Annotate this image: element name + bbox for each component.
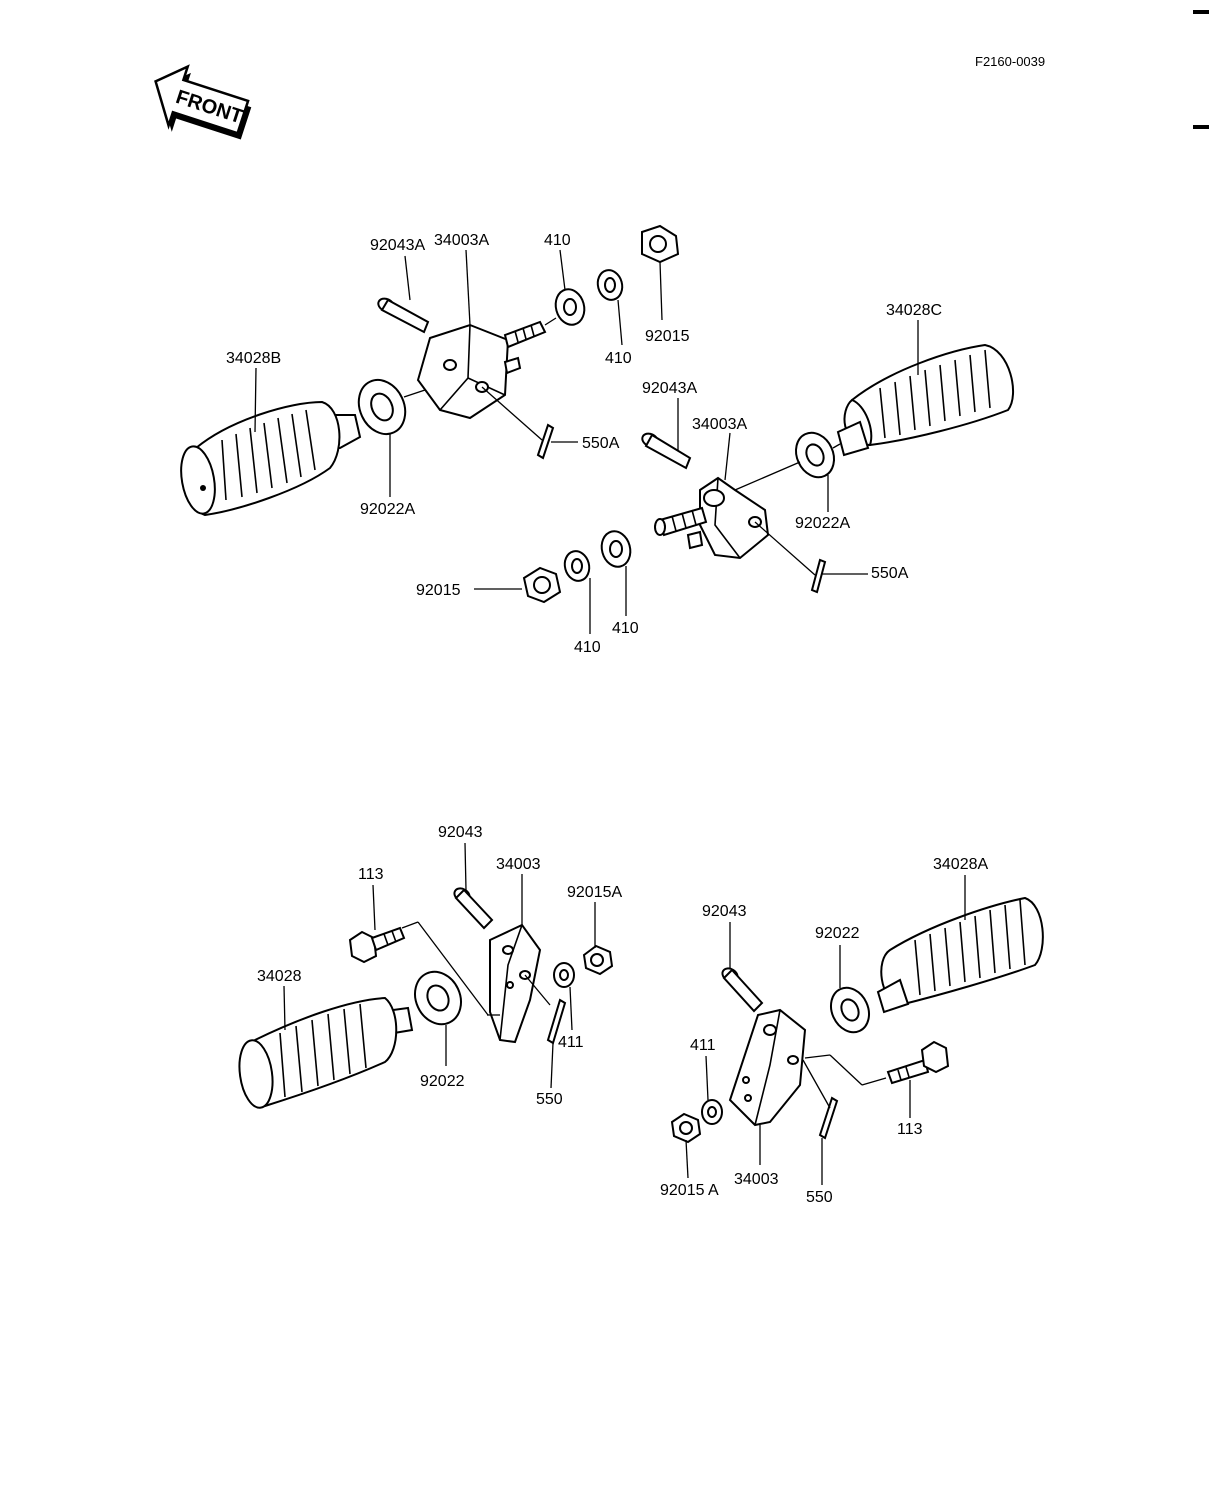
label-34028b: 34028B	[226, 350, 281, 367]
label-92043a-top-left: 92043A	[370, 237, 425, 254]
label-34028: 34028	[257, 968, 302, 985]
washer-410-bottom-a-icon	[563, 550, 591, 582]
label-34003a-top-right: 34003A	[692, 416, 747, 433]
label-34003-bottom-right: 34003	[734, 1171, 779, 1188]
label-92022a-top-left: 92022A	[360, 501, 415, 518]
washer-92022-right-icon	[830, 986, 870, 1034]
label-92043-bottom-right: 92043	[702, 903, 747, 920]
label-550-bottom-left: 550	[536, 1091, 563, 1108]
washer-410-top-a-icon	[554, 288, 586, 326]
front-arrow-icon: FRONT	[154, 64, 252, 140]
label-550a-top-left: 550A	[582, 435, 620, 452]
bottom-leader-lines	[283, 842, 966, 1185]
label-113-bottom-left: 113	[358, 866, 384, 883]
label-92022-bottom-left: 92022	[420, 1073, 465, 1090]
label-410-bottom-b: 410	[612, 620, 639, 637]
label-410-bottom-a: 410	[574, 639, 601, 656]
washer-92022-left-icon	[414, 970, 462, 1026]
figure-ref: F2160-0039	[975, 54, 1045, 69]
cotter-pin-550a-right-icon	[810, 558, 827, 594]
label-410-top-a: 410	[544, 232, 571, 249]
label-411-bottom-right: 411	[690, 1037, 716, 1054]
part-labels: 92043A 34003A 410 410 92015 34028B 92022…	[226, 232, 988, 1206]
washer-411-right-icon	[701, 1099, 723, 1125]
label-410-top-b: 410	[605, 350, 632, 367]
label-92015-bottom: 92015	[416, 582, 461, 599]
label-34003a-top-left: 34003A	[434, 232, 489, 249]
label-92015-top: 92015	[645, 328, 690, 345]
nut-92015a-right-icon	[670, 1112, 702, 1144]
label-92043a-top-right: 92043A	[642, 380, 697, 397]
washer-411-left-icon	[553, 962, 575, 988]
bracket-34003a-right-icon	[654, 476, 770, 560]
bracket-34003-left-icon	[489, 923, 542, 1044]
label-92015a-bottom-right: 92015 A	[660, 1182, 719, 1199]
label-550-bottom-right: 550	[806, 1189, 833, 1206]
washer-92022a-left-icon	[357, 378, 407, 436]
cotter-pin-550-right-icon	[818, 1096, 839, 1140]
footpeg-rubber-34028-icon	[238, 996, 414, 1109]
footpeg-rubber-34028b-icon	[180, 400, 362, 517]
bracket-34003a-left-icon	[416, 320, 547, 420]
washer-410-top-b-icon	[596, 269, 624, 301]
label-113-bottom-right: 113	[897, 1121, 923, 1138]
label-34003-bottom-left: 34003	[496, 856, 541, 873]
label-92022-bottom-right: 92022	[815, 925, 860, 942]
bolt-113-left-icon	[348, 926, 406, 964]
label-92043-bottom-left: 92043	[438, 824, 483, 841]
top-leader-lines	[254, 249, 919, 634]
bolt-113-right-icon	[886, 1040, 950, 1085]
bracket-34003-right-icon	[728, 1008, 807, 1127]
edge-mark-top	[1193, 10, 1209, 14]
label-550a-top-right: 550A	[871, 565, 909, 582]
nut-92015-bottom-icon	[522, 566, 562, 604]
pin-92043a-left-icon	[377, 297, 430, 334]
footpeg-rubber-34028c-icon	[836, 343, 1015, 457]
washer-410-bottom-b-icon	[600, 530, 632, 568]
pin-92043a-right-icon	[641, 432, 692, 470]
washer-92022a-right-icon	[795, 431, 835, 479]
label-411-bottom-left: 411	[558, 1034, 584, 1051]
pin-92043-left-icon	[453, 887, 494, 930]
label-34028c: 34028C	[886, 302, 942, 319]
cotter-pin-550-left-icon	[546, 998, 567, 1045]
label-34028a: 34028A	[933, 856, 988, 873]
edge-mark-bottom	[1193, 125, 1209, 129]
pin-92043-right-icon	[721, 967, 764, 1013]
cotter-pin-550a-left-icon	[536, 423, 555, 460]
label-92022a-top-right: 92022A	[795, 515, 850, 532]
label-92015a-bottom-left: 92015A	[567, 884, 622, 901]
nut-92015-top-icon	[641, 224, 680, 264]
footpeg-rubber-34028a-icon	[876, 896, 1044, 1014]
nut-92015a-left-icon	[582, 944, 614, 976]
